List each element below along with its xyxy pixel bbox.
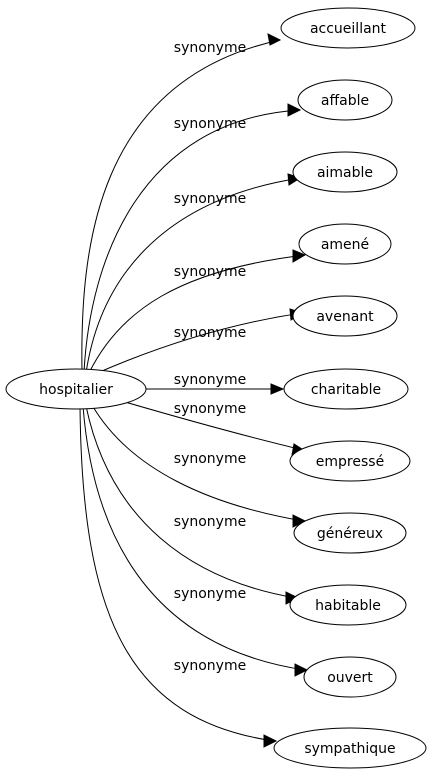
- node-aimable: aimable: [292, 151, 398, 193]
- edge-affable: synonyme: [83, 103, 302, 373]
- edge-habitable: synonyme: [85, 405, 300, 605]
- nodes: hospitalier accueillant affable aimable …: [5, 7, 427, 769]
- edge-label-aimable: synonyme: [174, 191, 246, 207]
- node-hospitalier: hospitalier: [5, 368, 147, 410]
- edge-label-affable: synonyme: [174, 116, 246, 132]
- edge-charitable: synonyme: [146, 372, 285, 395]
- edge-genereux: synonyme: [91, 404, 307, 528]
- edge-avenant: synonyme: [94, 308, 304, 375]
- edge-aimable: synonyme: [85, 173, 302, 374]
- node-accueillant: accueillant: [280, 7, 416, 49]
- edge-amene: synonyme: [88, 249, 307, 374]
- node-amene: amené: [298, 223, 392, 265]
- edge-label-charitable: synonyme: [174, 372, 246, 388]
- edge-ouvert: synonyme: [82, 405, 309, 677]
- edges: synonyme synonyme synonyme synonyme syno…: [79, 33, 309, 748]
- node-avenant: avenant: [292, 295, 398, 337]
- node-label-avenant: avenant: [316, 309, 374, 325]
- edge-label-ouvert: synonyme: [174, 586, 246, 602]
- node-label-hospitalier: hospitalier: [39, 382, 113, 398]
- node-label-accueillant: accueillant: [310, 21, 387, 37]
- node-label-affable: affable: [321, 93, 369, 109]
- node-label-charitable: charitable: [311, 382, 381, 398]
- node-label-sympathique: sympathique: [304, 741, 395, 757]
- node-label-aimable: aimable: [317, 165, 373, 181]
- node-label-empresse: empressé: [316, 454, 384, 470]
- node-ouvert: ouvert: [303, 656, 397, 698]
- edge-label-avenant: synonyme: [174, 325, 246, 341]
- edge-empresse: synonyme: [124, 401, 307, 456]
- node-charitable: charitable: [283, 368, 409, 410]
- edge-label-empresse: synonyme: [174, 401, 246, 417]
- edge-label-genereux: synonyme: [174, 451, 246, 467]
- edge-accueillant: synonyme: [81, 33, 282, 373]
- edge-label-accueillant: synonyme: [174, 40, 246, 56]
- node-habitable: habitable: [289, 584, 407, 626]
- edge-label-amene: synonyme: [174, 264, 246, 280]
- node-label-ouvert: ouvert: [327, 670, 373, 686]
- node-empresse: empressé: [289, 440, 411, 482]
- node-label-amene: amené: [321, 237, 369, 253]
- node-genereux: généreux: [293, 512, 407, 554]
- node-affable: affable: [297, 79, 393, 121]
- node-label-genereux: généreux: [317, 526, 383, 542]
- node-sympathique: sympathique: [273, 727, 427, 769]
- edge-sympathique: synonyme: [79, 405, 278, 748]
- edge-label-sympathique: synonyme: [174, 658, 246, 674]
- edge-label-habitable: synonyme: [174, 514, 246, 530]
- node-label-habitable: habitable: [315, 598, 381, 614]
